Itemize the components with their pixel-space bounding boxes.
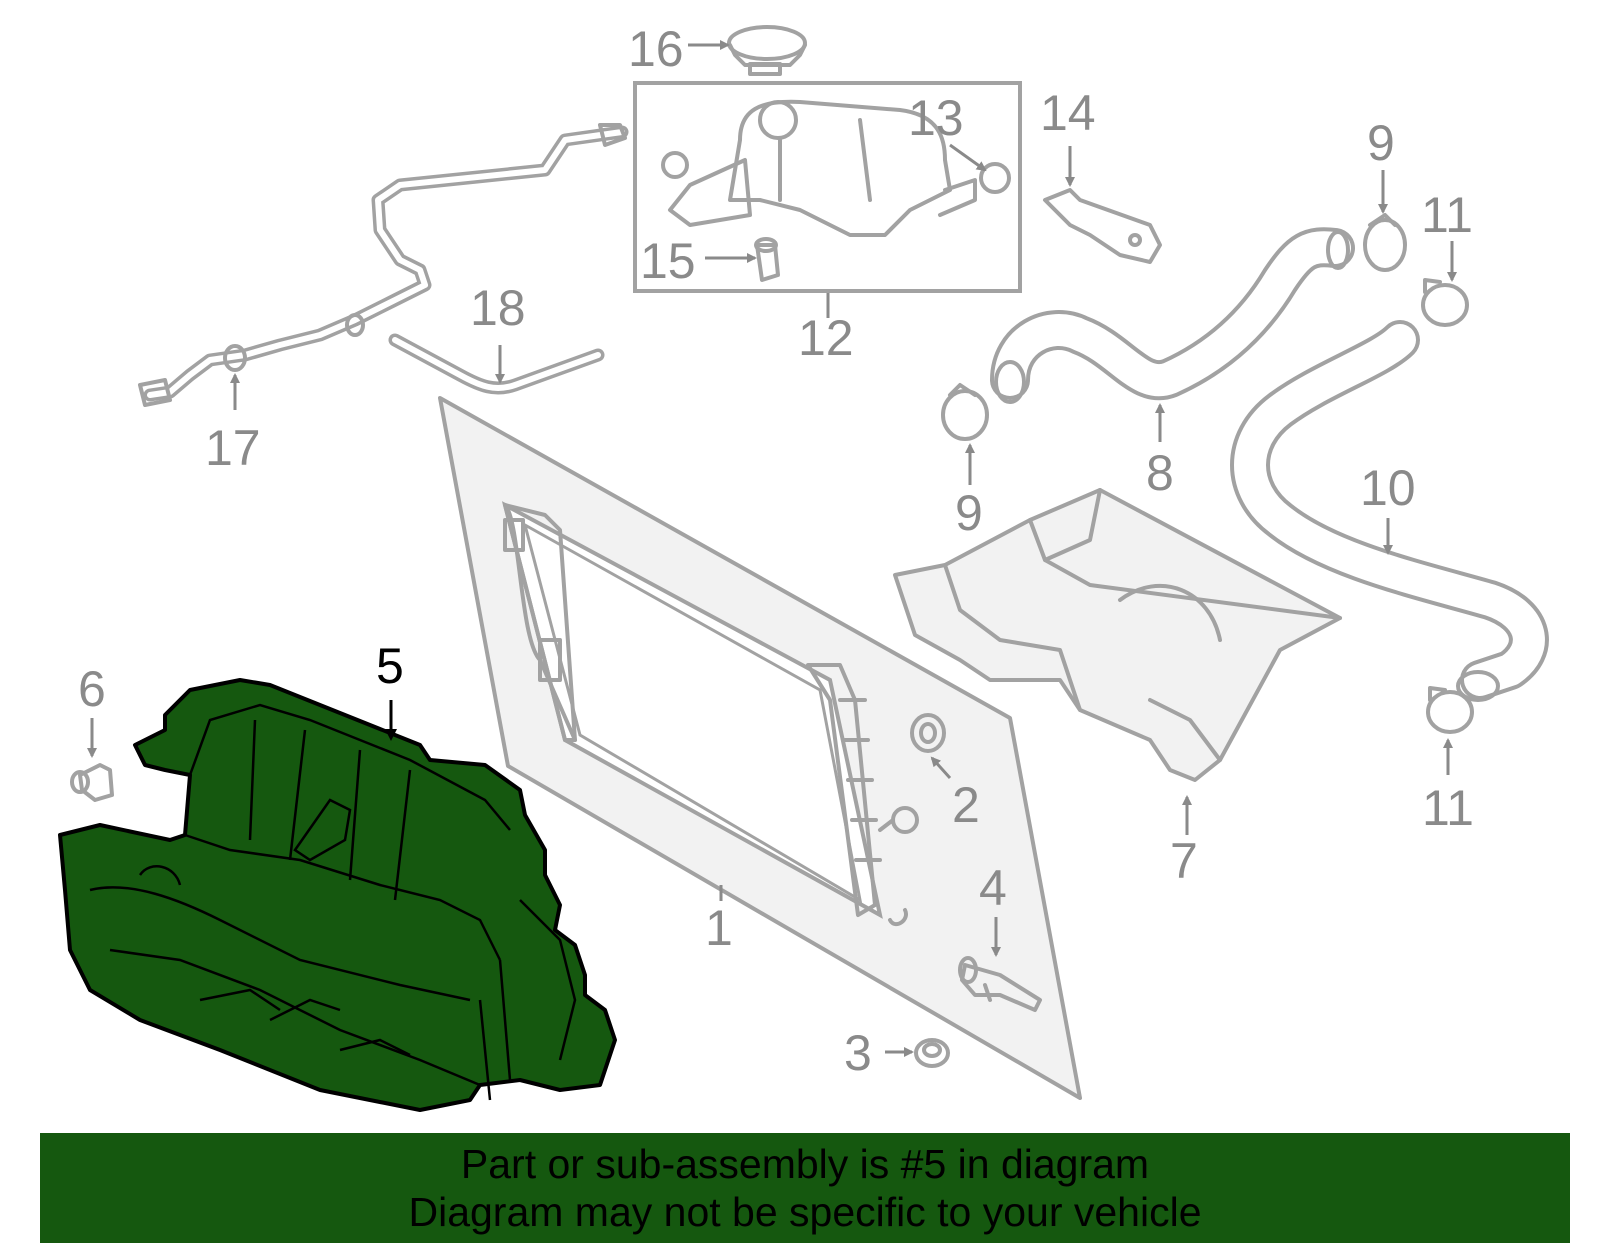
- callout-5-highlighted: 5: [376, 638, 404, 694]
- callout-arrows: [87, 40, 1457, 1057]
- part-15-bleeder[interactable]: [754, 237, 780, 282]
- part-10-lower-hose[interactable]: [1230, 320, 1549, 702]
- callout-9-upper: 9: [1367, 115, 1395, 171]
- callout-6: 6: [78, 661, 106, 717]
- callout-16: 16: [628, 21, 684, 77]
- part-2-grommet[interactable]: [910, 713, 946, 753]
- callout-14: 14: [1040, 85, 1096, 141]
- callout-2: 2: [952, 777, 980, 833]
- callout-4: 4: [979, 860, 1007, 916]
- part-18-hose[interactable]: [388, 333, 605, 395]
- banner-line-2: Diagram may not be specific to your vehi…: [408, 1189, 1202, 1235]
- callout-7: 7: [1170, 833, 1198, 889]
- banner-line-1: Part or sub-assembly is #5 in diagram: [460, 1141, 1150, 1187]
- callout-17: 17: [205, 420, 261, 476]
- part-9-clamp-lower[interactable]: [941, 383, 989, 441]
- part-17-vent-hose[interactable]: [138, 123, 629, 407]
- callout-labels: 1 2 3 4 5 6 7 8 9 9 10 11 11 12 13 14 15…: [78, 21, 1474, 1081]
- callout-15: 15: [640, 233, 696, 289]
- callout-12: 12: [798, 310, 854, 366]
- part-14-bracket[interactable]: [1043, 188, 1162, 264]
- part-13-fitting[interactable]: [979, 162, 1011, 194]
- part-9-clamp-upper[interactable]: [1363, 213, 1407, 272]
- part-3-grommet[interactable]: [914, 1038, 950, 1068]
- part-8-upper-hose[interactable]: [990, 227, 1355, 404]
- callout-9-lower: 9: [955, 485, 983, 541]
- part-6-clip[interactable]: [70, 763, 114, 802]
- part-11-clamp-upper[interactable]: [1421, 278, 1469, 327]
- callout-13: 13: [908, 90, 964, 146]
- part-12-surge-tank[interactable]: [633, 81, 1022, 293]
- part-4-drain-valve[interactable]: [958, 956, 1042, 1012]
- part-11-clamp-lower[interactable]: [1426, 686, 1474, 734]
- callout-10: 10: [1360, 460, 1416, 516]
- callout-1: 1: [705, 900, 733, 956]
- callout-11-upper: 11: [1421, 187, 1473, 243]
- callout-18: 18: [470, 280, 526, 336]
- part-5-highlighted-shroud[interactable]: [58, 678, 617, 1112]
- info-banner: Part or sub-assembly is #5 in diagram Di…: [40, 1133, 1570, 1243]
- callout-8: 8: [1146, 445, 1174, 501]
- part-16-cap[interactable]: [727, 25, 807, 76]
- callout-3: 3: [844, 1025, 872, 1081]
- part-1-radiator[interactable]: [438, 396, 1082, 1100]
- callout-11-lower: 11: [1422, 780, 1474, 836]
- part-7-air-deflector[interactable]: [893, 488, 1342, 782]
